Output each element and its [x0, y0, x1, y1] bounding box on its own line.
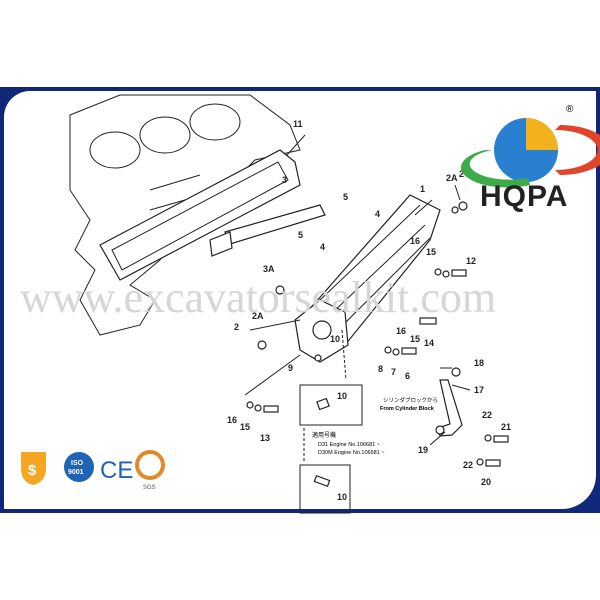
- callout-label: 9: [288, 363, 293, 373]
- detail-box-upper: [299, 384, 363, 426]
- callout-label: 2A: [446, 173, 458, 183]
- callout-label: 10: [330, 334, 340, 344]
- oil-cooler: [294, 194, 441, 363]
- callout-label: 20: [481, 477, 491, 487]
- callout-label: 14: [424, 338, 434, 348]
- callout-label: 6: [405, 371, 410, 381]
- callout-label: 15: [426, 247, 436, 257]
- callout-label: 17: [474, 385, 484, 395]
- price-symbol: $: [28, 462, 37, 479]
- callout-label: 1: [420, 184, 425, 194]
- callout-label: 19: [418, 445, 428, 455]
- callout-label: 22: [463, 460, 473, 470]
- from-block-en: From Cylinder Block: [380, 406, 435, 412]
- price-shield-icon: [21, 452, 46, 485]
- detail-box-lower: [299, 464, 351, 514]
- callout-label: 13: [260, 433, 270, 443]
- iso-number: 9001: [68, 469, 84, 476]
- callout-label: 2: [459, 169, 464, 179]
- callout-label: 18: [474, 358, 484, 368]
- certification-badges: $ ISO 9001 CE SGS: [21, 450, 165, 491]
- callout-label: 16: [396, 326, 406, 336]
- callout-label: 7: [391, 367, 396, 377]
- brand-name: HQPA: [480, 180, 568, 213]
- callout-label: 2A: [252, 311, 264, 321]
- callout-label: 5: [298, 230, 303, 240]
- applicable-row-2: D30M Engine No.106681 ~: [318, 450, 385, 456]
- callout-label: 3: [282, 175, 287, 185]
- callout-label: 4: [375, 209, 380, 219]
- callout-label: 21: [501, 422, 511, 432]
- callout-label: 22: [482, 410, 492, 420]
- oil-pipe: [437, 379, 463, 437]
- callout-label: 10: [337, 391, 347, 401]
- callout-label: 16: [227, 415, 237, 425]
- from-block-jp: シリンダブロックから: [383, 396, 438, 404]
- callout-label: 4: [320, 242, 325, 252]
- callout-label: 8: [378, 364, 383, 374]
- callout-label: 11: [293, 119, 303, 129]
- sgs-icon: [135, 450, 165, 480]
- gasket: [99, 149, 301, 281]
- ce-mark: CE: [100, 457, 133, 484]
- callout-label: 12: [466, 256, 476, 266]
- callout-label: 15: [410, 334, 420, 344]
- callout-label: 16: [410, 236, 420, 246]
- fasteners: [246, 201, 509, 467]
- applicable-header: 適用号機: [312, 431, 336, 439]
- applicable-row-1: D31 Engine No.106681 ~: [318, 442, 380, 448]
- callout-label: 3A: [263, 264, 275, 274]
- callout-label: 10: [337, 492, 347, 502]
- sgs-text: SGS: [143, 485, 156, 491]
- iso-text: ISO: [71, 460, 84, 467]
- callout-label: 5: [343, 192, 348, 202]
- registered-mark: ®: [566, 104, 574, 115]
- iso-icon: [64, 452, 94, 482]
- watermark: www.excavatorsealkit.com: [20, 273, 496, 322]
- callout-label: 2: [234, 322, 239, 332]
- hqpa-logo: ® HQPA: [460, 104, 600, 213]
- callout-label: 15: [240, 422, 250, 432]
